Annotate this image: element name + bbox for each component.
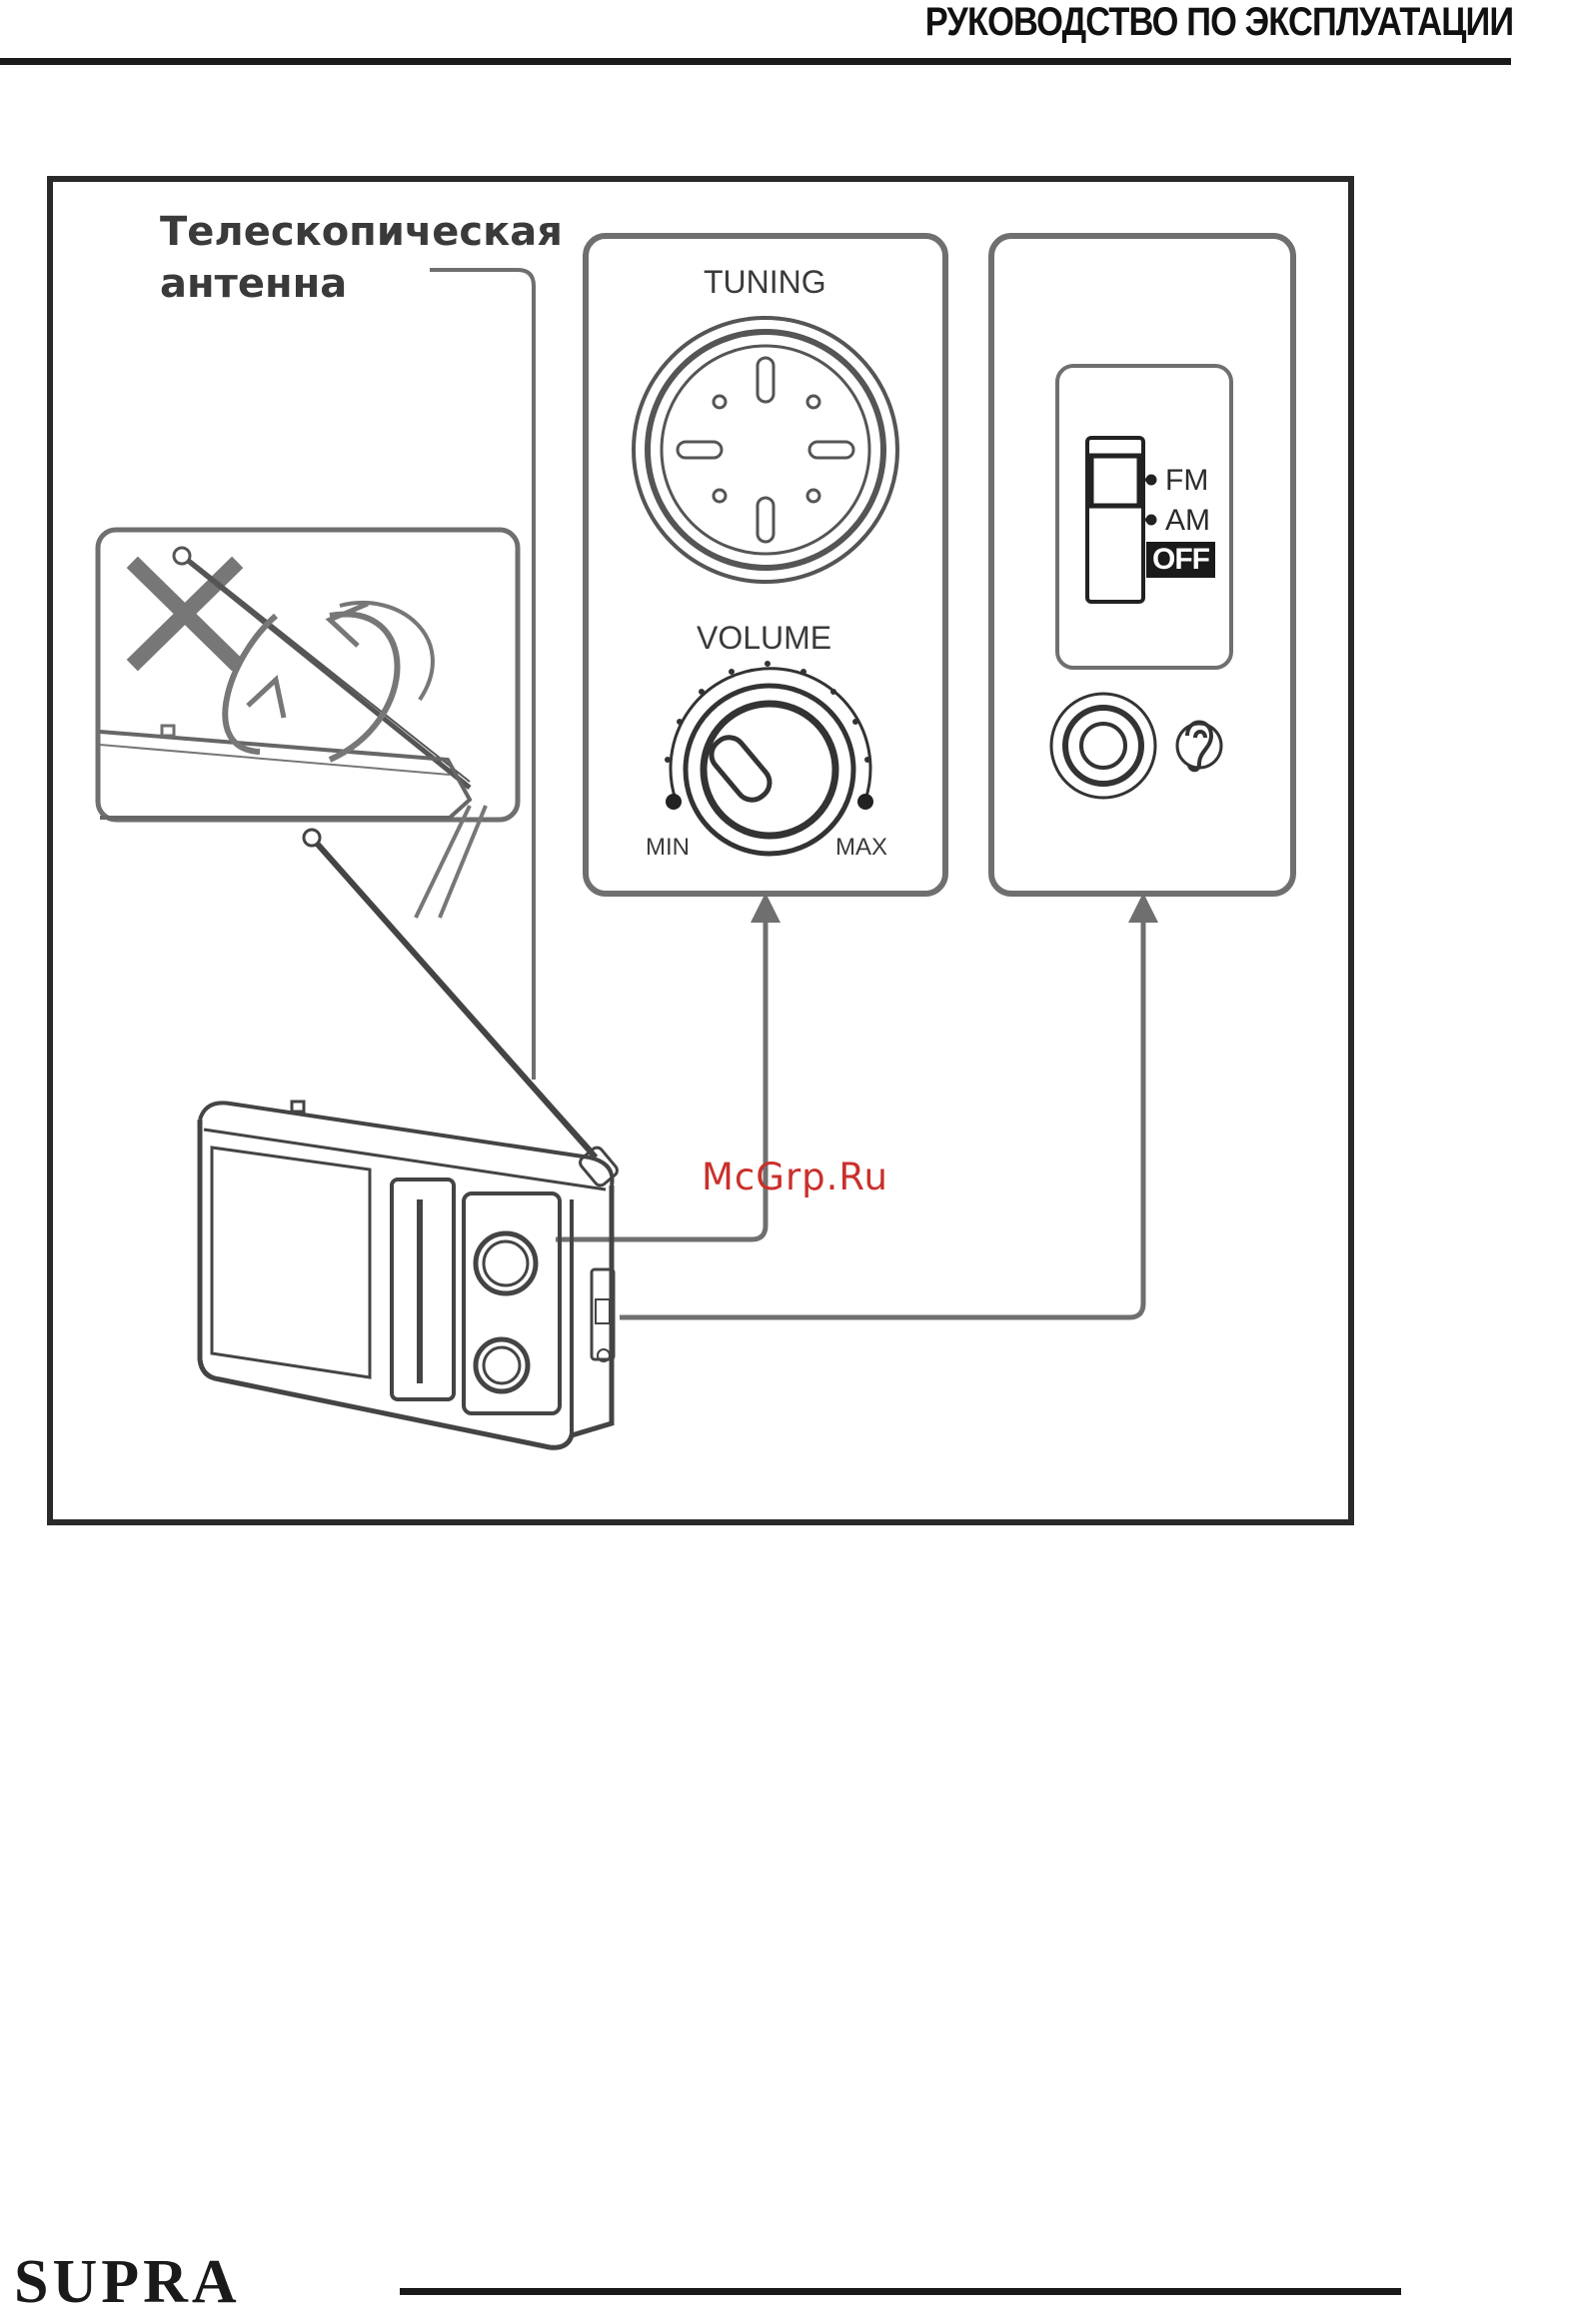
callout-arrows bbox=[556, 908, 1143, 1317]
radio-illustration bbox=[200, 830, 620, 1447]
volume-label: VOLUME bbox=[697, 620, 831, 657]
band-am-label: AM bbox=[1165, 504, 1210, 538]
brand-logo: SUPRA bbox=[14, 2247, 241, 2318]
antenna-label: Телескопическая антенна bbox=[160, 206, 563, 310]
volume-min-label: MIN bbox=[646, 834, 690, 862]
band-off-label: OFF bbox=[1146, 542, 1215, 578]
tuning-label: TUNING bbox=[704, 264, 826, 301]
headphone-jack-icon bbox=[1051, 694, 1155, 798]
switch-panel bbox=[991, 236, 1293, 894]
volume-knob-icon bbox=[666, 662, 874, 855]
volume-max-label: MAX bbox=[835, 834, 887, 862]
footer-rule bbox=[400, 2288, 1401, 2295]
watermark: McGrp.Ru bbox=[702, 1156, 888, 1198]
ear-icon bbox=[1177, 723, 1221, 771]
band-fm-label: FM bbox=[1165, 464, 1208, 498]
tuning-knob-icon bbox=[634, 318, 897, 582]
antenna-inset-panel bbox=[98, 530, 518, 918]
controls-panel bbox=[586, 236, 945, 894]
